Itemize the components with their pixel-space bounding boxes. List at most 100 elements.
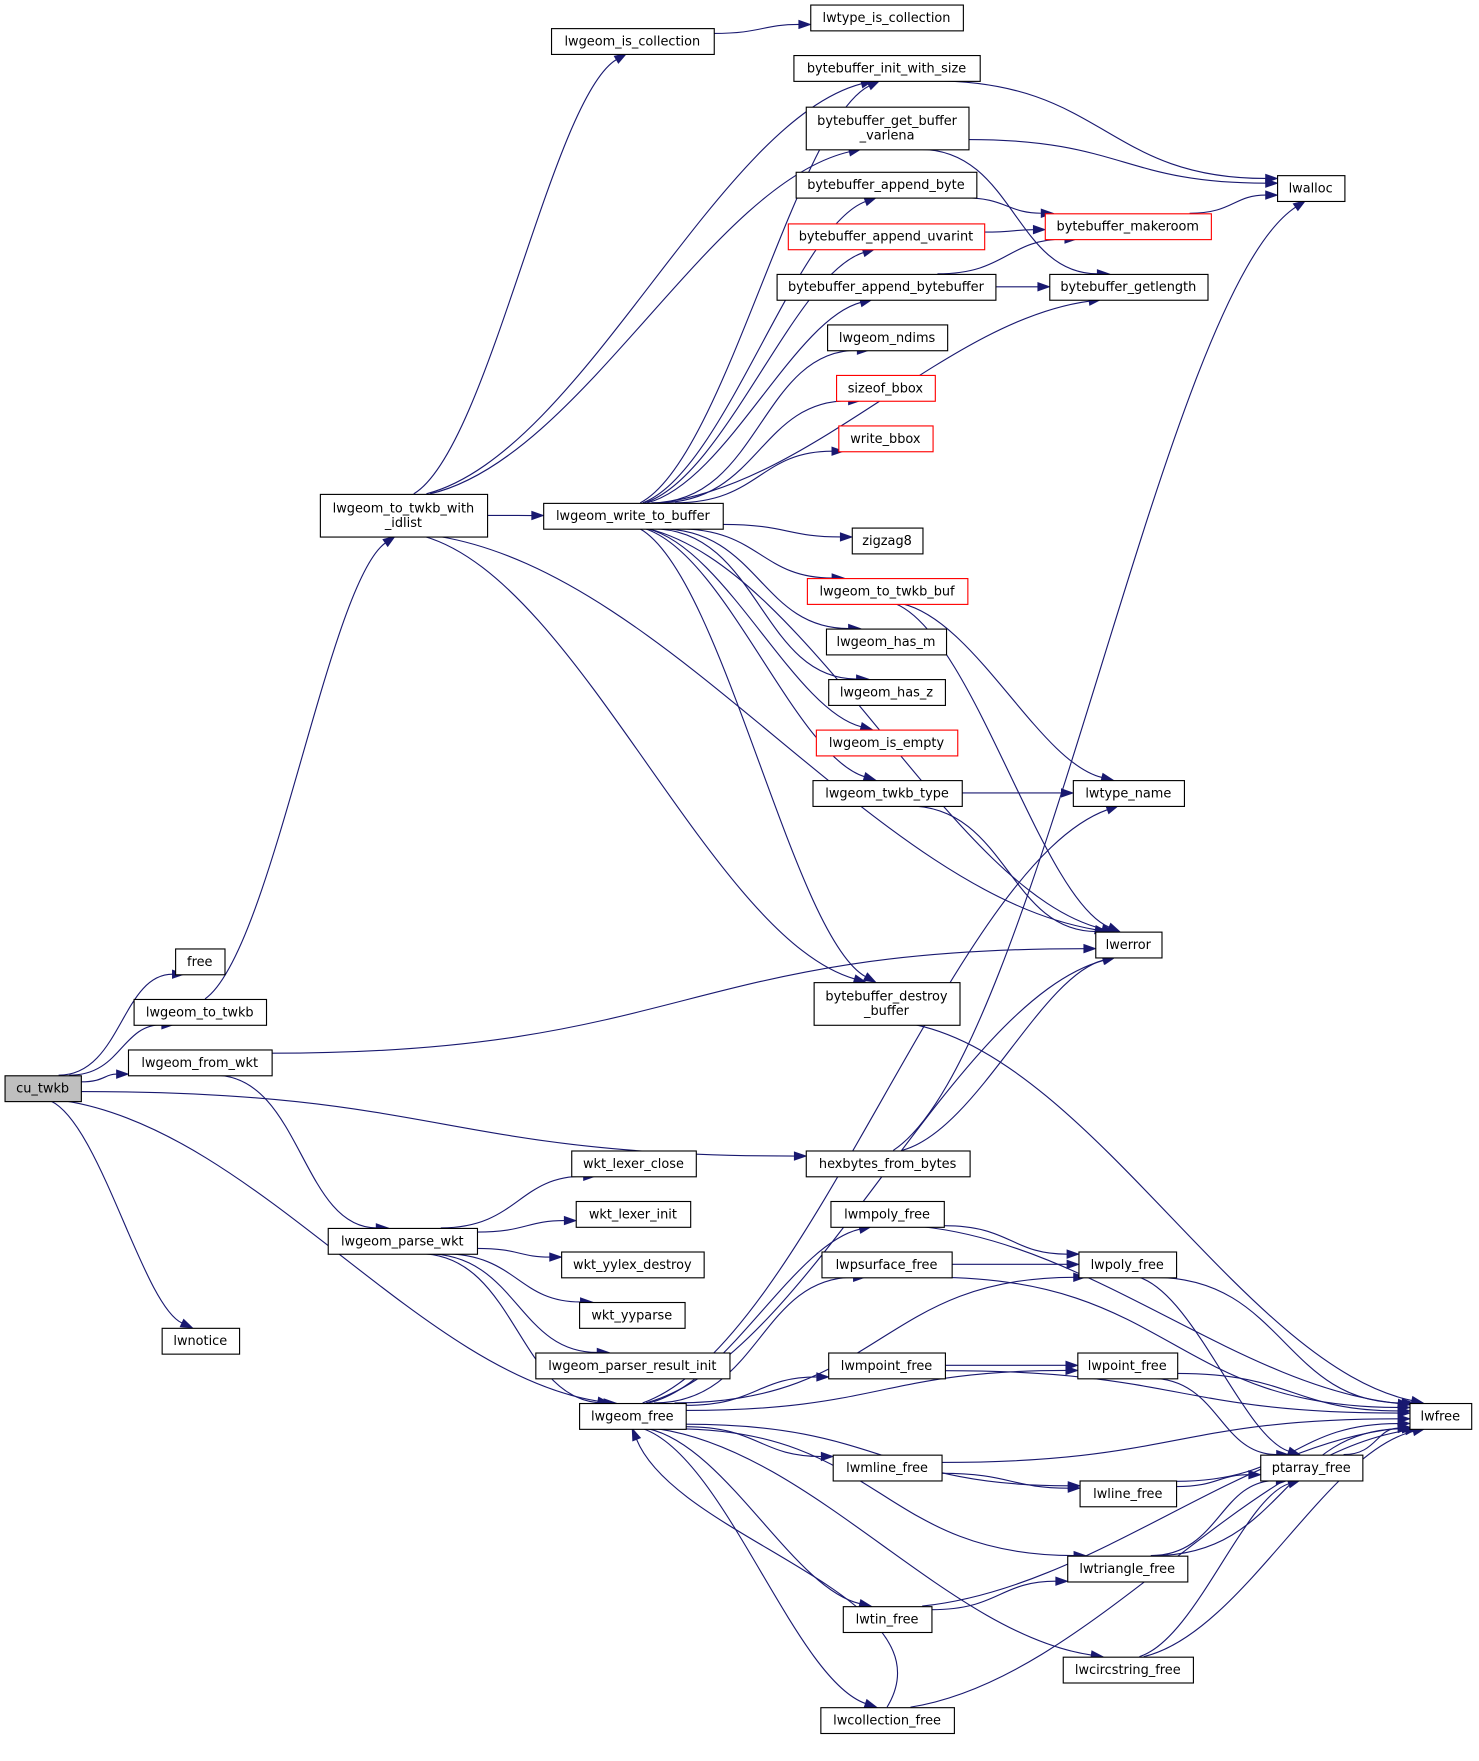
edge-line: [426, 83, 862, 495]
node-label: lwtin_free: [856, 1613, 919, 1628]
node-lwgeom_parse_wkt[interactable]: lwgeom_parse_wkt: [327, 1227, 479, 1255]
node-free[interactable]: free: [175, 948, 226, 976]
node-zigzag8[interactable]: zigzag8: [851, 527, 924, 555]
node-lwgeom_free[interactable]: lwgeom_free: [579, 1402, 687, 1430]
node-label: hexbytes_from_bytes: [819, 1157, 957, 1172]
node-box: [1044, 213, 1212, 241]
node-wkt_yyparse[interactable]: wkt_yyparse: [579, 1301, 686, 1329]
node-bytebuffer_get_buffer_varlena[interactable]: bytebuffer_get_buffer_varlena: [805, 106, 970, 151]
edge-line: [439, 535, 1096, 931]
node-box: [787, 223, 986, 251]
edge-line: [639, 528, 866, 978]
node-box: [828, 679, 946, 706]
node-lwgeom_to_twkb_with_idlist[interactable]: lwgeom_to_twkb_with_idlist: [319, 493, 489, 538]
node-box: [1072, 780, 1185, 807]
node-lwtype_is_collection[interactable]: lwtype_is_collection: [810, 4, 964, 32]
arrowhead-icon: [1066, 1259, 1081, 1270]
node-lwpoly_free[interactable]: lwpoly_free: [1078, 1251, 1178, 1279]
node-lwmpoly_free[interactable]: lwmpoly_free: [830, 1200, 945, 1228]
node-bytebuffer_destroy_buffer[interactable]: bytebuffer_destroy_buffer: [813, 982, 961, 1026]
edge-hexbytes_from_bytes-to-lwalloc: [892, 199, 1307, 1151]
node-cu_twkb[interactable]: cu_twkb: [4, 1075, 82, 1103]
node-wkt_yylex_destroy[interactable]: wkt_yylex_destroy: [561, 1251, 705, 1279]
node-lwgeom_has_m[interactable]: lwgeom_has_m: [825, 628, 948, 656]
node-wkt_lexer_close[interactable]: wkt_lexer_close: [571, 1150, 697, 1178]
node-lwpoint_free[interactable]: lwpoint_free: [1077, 1352, 1179, 1380]
edge-lwgeom_from_wkt-to-lwgeom_parse_wkt: [214, 1074, 390, 1233]
node-lwalloc[interactable]: lwalloc: [1277, 175, 1346, 203]
node-box: [1078, 1251, 1178, 1279]
node-label: lwalloc: [1289, 181, 1333, 196]
node-box: [821, 1251, 953, 1279]
node-ptarray_free[interactable]: ptarray_free: [1260, 1454, 1364, 1482]
node-lwgeom_ndims[interactable]: lwgeom_ndims: [827, 324, 949, 352]
node-lwmline_free[interactable]: lwmline_free: [832, 1454, 943, 1482]
node-lwgeom_to_twkb[interactable]: lwgeom_to_twkb: [133, 998, 268, 1026]
edge-lwgeom_to_twkb_with_idlist-to-lwerror: [439, 535, 1109, 935]
edge-line: [937, 238, 1066, 275]
edge-line: [902, 603, 1103, 779]
node-label: lwgeom_has_m: [836, 635, 935, 650]
node-lwtype_name[interactable]: lwtype_name: [1072, 780, 1185, 807]
arrowhead-icon: [1037, 282, 1051, 292]
node-label: lwgeom_parse_wkt: [341, 1234, 464, 1249]
node-bytebuffer_append_uvarint[interactable]: bytebuffer_append_uvarint: [787, 223, 986, 251]
edge-line: [645, 959, 1105, 1404]
edge-line: [1153, 1428, 1403, 1557]
edge-lwgeom_free-to-lwtriangle_free: [674, 1428, 1088, 1561]
node-lwline_free[interactable]: lwline_free: [1079, 1480, 1178, 1508]
edge-line: [440, 1175, 584, 1229]
node-label: lwgeom_free: [591, 1409, 674, 1424]
node-box: [1067, 1555, 1189, 1583]
edge-line: [685, 1369, 1067, 1412]
node-lwgeom_has_z[interactable]: lwgeom_has_z: [828, 679, 946, 706]
node-lwgeom_write_to_buffer[interactable]: lwgeom_write_to_buffer: [543, 502, 724, 530]
node-lwfree[interactable]: lwfree: [1409, 1402, 1473, 1430]
node-lwgeom_is_collection[interactable]: lwgeom_is_collection: [550, 28, 715, 55]
edge-lwgeom_free-to-lwpoly_free: [674, 1272, 1087, 1404]
node-box: [1049, 273, 1209, 301]
node-bytebuffer_init_with_size[interactable]: bytebuffer_init_with_size: [793, 54, 981, 82]
node-lwgeom_parser_result_init[interactable]: lwgeom_parser_result_init: [535, 1352, 731, 1380]
edge-lwgeom_free-to-lwtype_name: [642, 805, 1120, 1404]
edge-line: [1139, 1483, 1289, 1658]
node-bytebuffer_makeroom[interactable]: bytebuffer_makeroom: [1044, 213, 1212, 241]
node-bytebuffer_append_bytebuffer[interactable]: bytebuffer_append_bytebuffer: [776, 273, 997, 301]
arrowhead-icon: [1105, 805, 1120, 815]
node-lwnotice[interactable]: lwnotice: [161, 1327, 241, 1355]
node-lwgeom_is_empty[interactable]: lwgeom_is_empty: [815, 729, 959, 757]
node-box: [838, 425, 934, 453]
node-bytebuffer_getlength[interactable]: bytebuffer_getlength: [1049, 273, 1209, 301]
arrowhead-icon: [1055, 1576, 1069, 1586]
node-box: [825, 628, 948, 656]
node-box: [561, 1251, 705, 1279]
node-label: zigzag8: [862, 534, 912, 549]
node-lwcollection_free[interactable]: lwcollection_free: [820, 1707, 955, 1735]
node-lwmpoint_free[interactable]: lwmpoint_free: [828, 1352, 946, 1380]
node-lwerror[interactable]: lwerror: [1095, 931, 1163, 959]
node-lwcircstring_free[interactable]: lwcircstring_free: [1062, 1656, 1194, 1684]
node-sizeof_bbox[interactable]: sizeof_bbox: [836, 374, 936, 402]
node-label: lwgeom_parser_result_init: [548, 1359, 716, 1374]
node-write_bbox[interactable]: write_bbox: [838, 425, 934, 453]
edge-line: [1177, 1372, 1399, 1412]
arrowhead-icon: [863, 1698, 878, 1708]
node-lwtriangle_free[interactable]: lwtriangle_free: [1067, 1555, 1189, 1583]
node-label: lwgeom_has_z: [840, 685, 933, 700]
node-hexbytes_from_bytes[interactable]: hexbytes_from_bytes: [805, 1150, 971, 1178]
node-lwpsurface_free[interactable]: lwpsurface_free: [821, 1251, 953, 1279]
edge-line: [80, 1090, 795, 1157]
node-box: [805, 1150, 971, 1178]
node-label: wkt_lexer_close: [583, 1157, 684, 1172]
arrowhead-icon: [1067, 1483, 1082, 1493]
node-lwgeom_to_twkb_buf[interactable]: lwgeom_to_twkb_buf: [806, 578, 969, 605]
node-lwtin_free[interactable]: lwtin_free: [842, 1606, 933, 1634]
edge-lwgeom_write_to_buffer-to-bytebuffer_destroy_buffer: [639, 528, 877, 983]
edge-line: [271, 948, 1085, 1054]
arrowhead-icon: [1065, 1360, 1079, 1371]
edge-lwgeom_write_to_buffer-to-sizeof_bbox: [658, 395, 862, 504]
node-lwgeom_from_wkt[interactable]: lwgeom_from_wkt: [127, 1049, 273, 1077]
node-wkt_lexer_init[interactable]: wkt_lexer_init: [575, 1200, 692, 1228]
node-bytebuffer_append_byte[interactable]: bytebuffer_append_byte: [795, 171, 978, 199]
node-lwgeom_twkb_type[interactable]: lwgeom_twkb_type: [812, 780, 963, 807]
